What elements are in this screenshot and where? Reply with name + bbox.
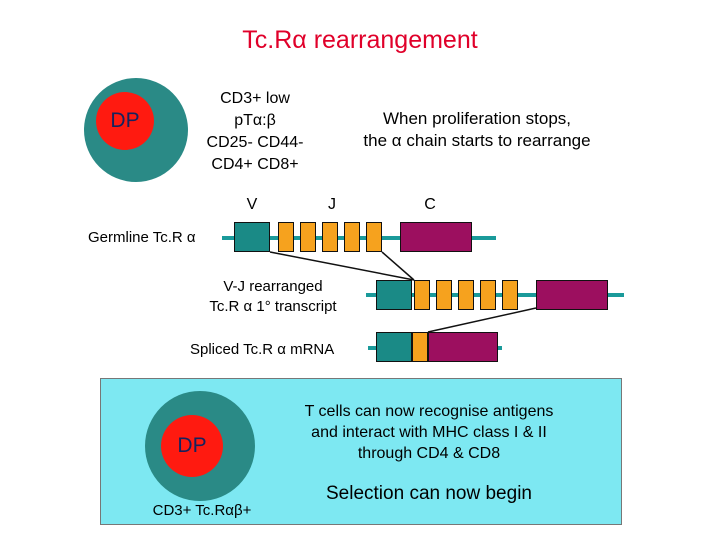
- dp-cell-top-nucleus: DP: [96, 92, 154, 150]
- dp-cell-top-label: DP: [110, 109, 140, 132]
- dp-cell-bottom-nucleus: DP: [161, 415, 223, 477]
- spliced-v-segment: [376, 332, 412, 362]
- dp-markers: CD3+ low pTα:β CD25- CD44- CD4+ CD8+: [190, 88, 320, 176]
- germline-j-segment: [322, 222, 338, 252]
- page-title: Tc.Rα rearrangement: [242, 26, 478, 54]
- selection-text: Selection can now begin: [326, 483, 532, 504]
- panel-text-line-1: T cells can now recognise antigens: [304, 403, 554, 420]
- germline-j-segment: [344, 222, 360, 252]
- spliced-label: Spliced Tc.R α mRNA: [190, 341, 335, 358]
- connector-line: [381, 251, 415, 281]
- germline-c-segment: [400, 222, 472, 252]
- rearranged-j-segment: [414, 280, 430, 310]
- panel-text-line-3: through CD4 & CD8: [357, 445, 501, 462]
- dp-cell-top: DP: [84, 78, 188, 182]
- rearranged-j-segment: [458, 280, 474, 310]
- germline-j-segment: [300, 222, 316, 252]
- panel-text-line-2: and interact with MHC class I & II: [311, 424, 547, 441]
- germline-label: Germline Tc.R α: [88, 229, 196, 246]
- connector-line: [269, 251, 415, 281]
- summary-panel: DP CD3+ Tc.Rαβ+ T cells can now recognis…: [100, 378, 622, 525]
- dp-cell-bottom: DP: [145, 391, 255, 501]
- label-v: V: [246, 196, 258, 213]
- spliced-j-segment: [412, 332, 428, 362]
- rearranged-c-segment: [536, 280, 608, 310]
- rearranged-label: V-J rearranged Tc.R α 1° transcript: [186, 277, 360, 317]
- proliferation-note: When proliferation stops, the α chain st…: [336, 108, 618, 152]
- marker-cd3: CD3+ low: [220, 90, 290, 107]
- germline-v-segment: [234, 222, 270, 252]
- rearranged-j-segment: [480, 280, 496, 310]
- rearranged-j-segment: [436, 280, 452, 310]
- note-line-1: When proliferation stops,: [382, 109, 572, 128]
- panel-description: T cells can now recognise antigens and i…: [269, 401, 589, 464]
- label-j: J: [328, 196, 336, 213]
- rearranged-label-line-2: Tc.R α 1° transcript: [209, 298, 337, 315]
- dp-cell-bottom-marker: CD3+ Tc.Rαβ+: [152, 502, 252, 519]
- label-c: C: [424, 196, 436, 213]
- germline-j-segment: [278, 222, 294, 252]
- marker-cd4: CD4+ CD8+: [211, 156, 299, 173]
- rearranged-j-segment: [502, 280, 518, 310]
- dp-cell-bottom-label: DP: [177, 434, 207, 457]
- germline-j-segment: [366, 222, 382, 252]
- rearranged-v-segment: [376, 280, 412, 310]
- connector-line: [427, 307, 537, 333]
- marker-pta: pTα:β: [234, 112, 276, 129]
- marker-cd25: CD25- CD44-: [206, 134, 304, 151]
- rearranged-label-line-1: V-J rearranged: [223, 278, 323, 295]
- note-line-2: the α chain starts to rearrange: [363, 131, 591, 150]
- spliced-c-segment: [428, 332, 498, 362]
